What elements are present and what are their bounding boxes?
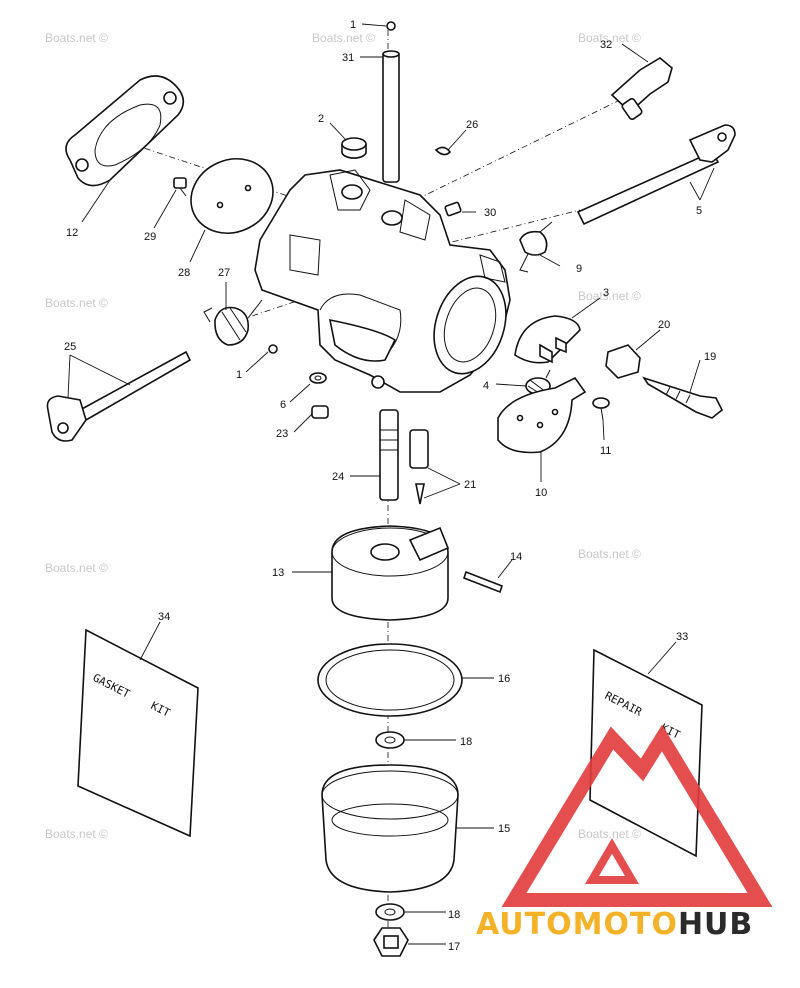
float-pin-part — [463, 570, 503, 594]
callout-31: 31 — [342, 52, 354, 64]
callout-34: 34 — [158, 611, 170, 623]
callout-23: 23 — [276, 428, 288, 440]
bowl-gasket-part — [317, 643, 463, 717]
watermark: Boats.net © — [45, 31, 108, 45]
bracket-plate-part — [497, 376, 587, 454]
callout-27: 27 — [218, 267, 230, 279]
callout-10: 10 — [535, 487, 547, 499]
axis-line — [439, 209, 581, 246]
callout-11: 11 — [600, 445, 611, 457]
callout-21: 21 — [464, 479, 476, 491]
callout-25: 25 — [64, 341, 76, 353]
watermark: Boats.net © — [578, 31, 641, 45]
check-ball-part — [386, 21, 396, 31]
needle-screw-part — [642, 376, 724, 419]
automotohub-logo: AUTOMOTOHUB — [476, 724, 773, 942]
nut-part — [605, 344, 641, 379]
washer-part — [309, 372, 327, 384]
clip-part — [434, 146, 452, 156]
washer-part — [375, 903, 405, 921]
throttle-plate-part — [190, 158, 274, 234]
callout-18: 18 — [448, 909, 460, 921]
callout-1: 1 — [236, 369, 242, 381]
callout-33: 33 — [676, 631, 688, 643]
callout-30: 30 — [484, 207, 496, 219]
callout-15: 15 — [498, 823, 510, 835]
watermark: Boats.net © — [45, 296, 108, 310]
callout-6: 6 — [280, 399, 286, 411]
screw-part — [592, 397, 610, 421]
drain-nut-part — [373, 927, 409, 957]
callout-9: 9 — [576, 263, 582, 275]
main-jet-tube-part — [379, 409, 399, 501]
watermark: Boats.net © — [578, 289, 641, 303]
callout-17: 17 — [448, 941, 460, 953]
logo-hub-text: HUB — [678, 907, 753, 942]
float-bowl-part — [321, 764, 459, 893]
tube-part — [382, 50, 400, 183]
screw-part — [444, 201, 462, 217]
washer-part — [375, 731, 405, 749]
watermark: Boats.net © — [312, 31, 375, 45]
callout-18: 18 — [460, 736, 472, 748]
callout-4: 4 — [483, 380, 489, 392]
callout-26: 26 — [466, 119, 478, 131]
watermark: Boats.net © — [578, 547, 641, 561]
callout-29: 29 — [144, 231, 156, 243]
cap-part — [341, 137, 367, 159]
callout-19: 19 — [704, 351, 716, 363]
watermark: Boats.net © — [578, 827, 641, 841]
logo-wordmark: AUTOMOTOHUB — [476, 907, 753, 942]
watermark: Boats.net © — [45, 561, 108, 575]
watermark: Boats.net © — [45, 827, 108, 841]
callout-13: 13 — [272, 567, 284, 579]
carburetor-body-part — [254, 169, 511, 393]
watermarks: Boats.net © Boats.net © Boats.net © Boat… — [45, 31, 641, 841]
logo-triangle-icon — [501, 724, 773, 907]
screw-part — [173, 177, 187, 197]
screw-part — [311, 405, 329, 419]
callout-5: 5 — [696, 205, 702, 217]
return-spring-part — [519, 221, 553, 273]
callout-labels: 1 31 32 2 26 12 29 30 5 28 27 9 3 20 25 … — [64, 19, 716, 953]
choke-plate-part — [514, 315, 581, 364]
inlet-needle-seat-part — [409, 429, 429, 505]
fuel-fitting-part — [610, 57, 673, 121]
logo-auto-text: AUTO — [476, 907, 573, 942]
callout-14: 14 — [510, 551, 522, 563]
leader-lines — [67, 23, 715, 945]
logo-moto-text: MOTO — [573, 907, 678, 942]
flange-gasket-part — [65, 75, 185, 187]
callout-20: 20 — [658, 319, 670, 331]
callout-3: 3 — [603, 287, 609, 299]
callout-1: 1 — [350, 19, 356, 31]
callout-28: 28 — [178, 267, 190, 279]
gasket-kit-card: GASKET KIT — [77, 628, 199, 838]
choke-shaft-part — [46, 350, 192, 442]
callout-16: 16 — [498, 673, 510, 685]
torsion-spring-part — [203, 299, 263, 346]
callout-24: 24 — [332, 471, 344, 483]
throttle-shaft-part — [576, 124, 736, 226]
float-part — [331, 525, 450, 621]
callout-32: 32 — [600, 39, 612, 51]
callout-2: 2 — [318, 113, 324, 125]
callout-12: 12 — [66, 227, 78, 239]
axis-line — [404, 99, 621, 206]
logo-inner-triangle-icon — [585, 838, 639, 884]
check-ball-part — [268, 344, 278, 354]
